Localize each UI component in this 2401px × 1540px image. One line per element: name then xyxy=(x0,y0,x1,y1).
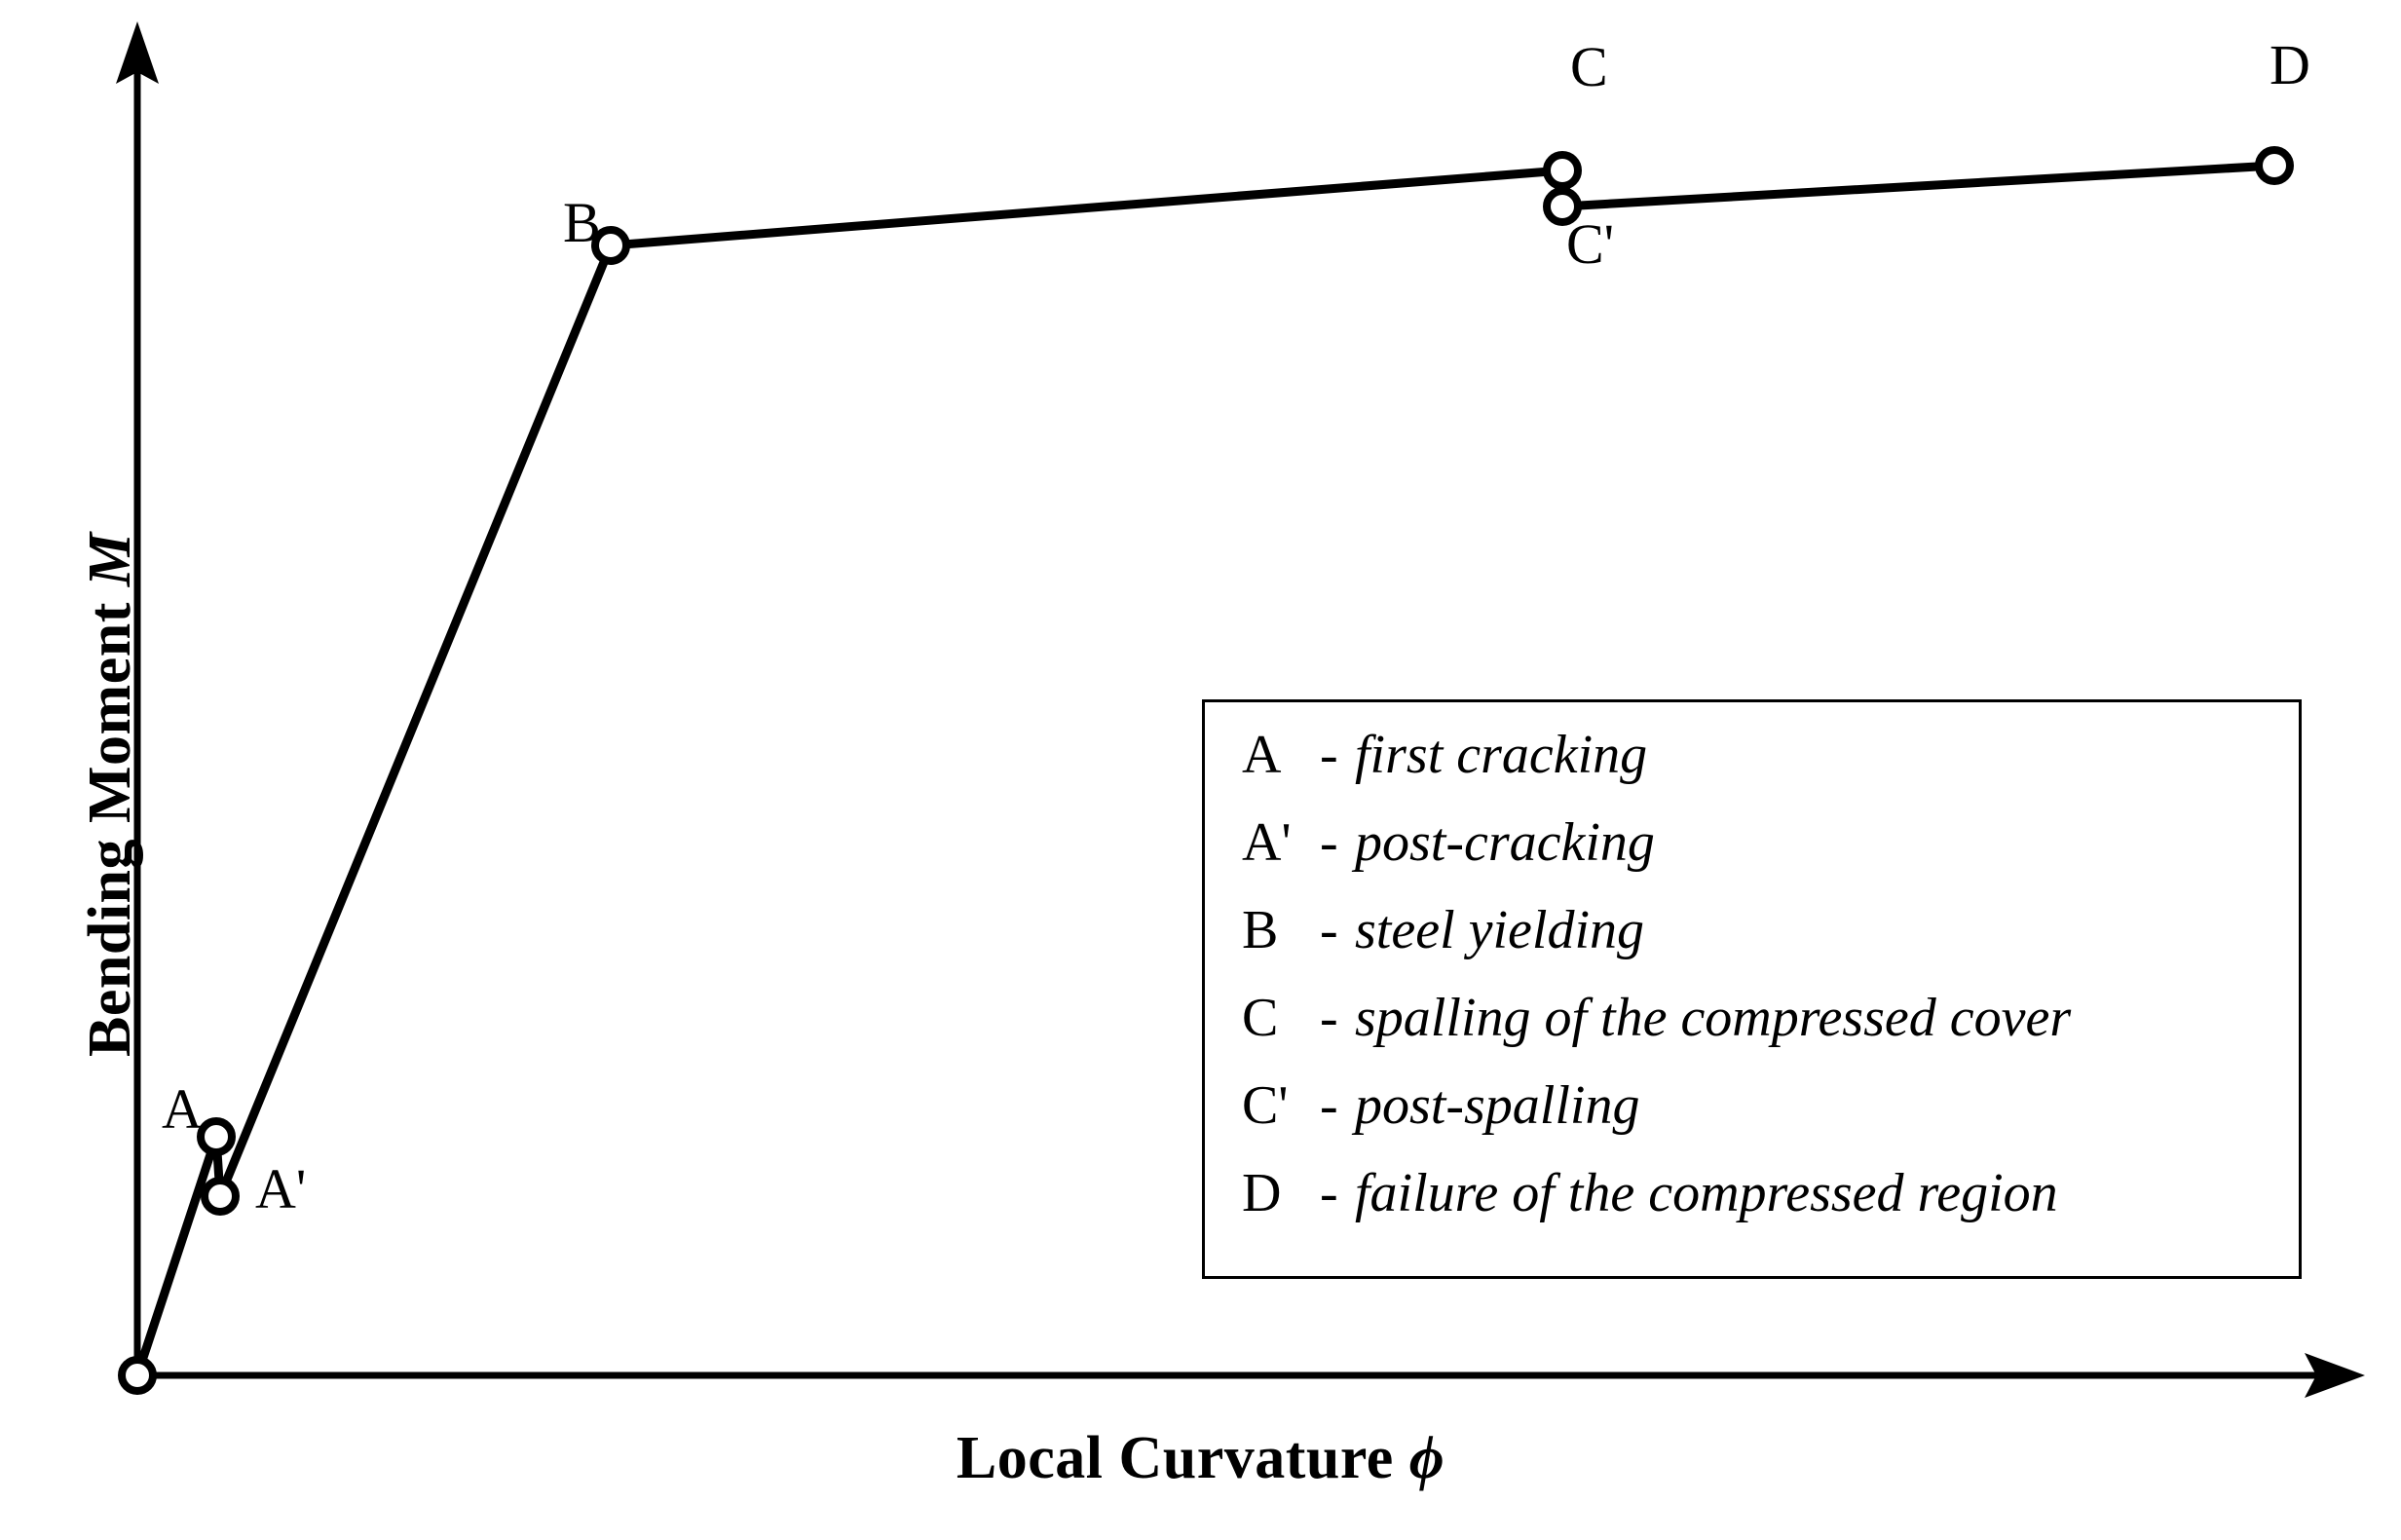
legend-item: C' - post-spalling xyxy=(1242,1074,2289,1162)
legend-key: C xyxy=(1242,988,1279,1048)
legend-dash: - xyxy=(1320,1163,1338,1223)
legend-item: C - spalling of the compressed cover xyxy=(1242,987,2289,1074)
point-label-a: A xyxy=(162,1077,203,1141)
marker-D xyxy=(2255,146,2294,185)
legend-box: A - first cracking A' - post-cracking B … xyxy=(1202,699,2302,1279)
x-axis-title: Local Curvature ϕ xyxy=(0,1424,2401,1493)
legend-key: A xyxy=(1242,725,1282,785)
legend-list: A - first cracking A' - post-cracking B … xyxy=(1242,724,2289,1250)
legend-item: B - steel yielding xyxy=(1242,899,2289,987)
marker-A-prime xyxy=(201,1177,240,1216)
point-label-b: B xyxy=(563,191,601,254)
legend-description: post-cracking xyxy=(1355,812,1655,873)
x-axis-symbol: ϕ xyxy=(1408,1425,1445,1491)
y-axis-title-text: Bending Moment xyxy=(77,586,143,1057)
marker-origin xyxy=(118,1356,157,1395)
data-point-markers xyxy=(118,146,2294,1395)
legend-dash: - xyxy=(1320,900,1338,960)
legend-dash: - xyxy=(1320,725,1338,785)
marker-C xyxy=(1543,151,1582,190)
point-label-a-prime: A' xyxy=(255,1157,307,1221)
y-axis-title: Bending Moment M xyxy=(76,83,145,1058)
legend-dash: - xyxy=(1320,1075,1338,1136)
legend-description: steel yielding xyxy=(1355,900,1645,960)
legend-key: A' xyxy=(1242,812,1292,873)
marker-B xyxy=(591,226,630,265)
x-axis xyxy=(137,1353,2365,1398)
y-axis-symbol: M xyxy=(77,532,143,587)
legend-key: C' xyxy=(1242,1075,1289,1136)
legend-item: A' - post-cracking xyxy=(1242,811,2289,899)
marker-C-prime xyxy=(1543,187,1582,226)
legend-item: D - failure of the compressed region xyxy=(1242,1162,2289,1250)
legend-dash: - xyxy=(1320,988,1338,1048)
point-label-c: C xyxy=(1570,35,1608,98)
legend-description: spalling of the compressed cover xyxy=(1355,988,2072,1048)
legend-item: A - first cracking xyxy=(1242,724,2289,811)
legend-description: failure of the compressed region xyxy=(1355,1163,2058,1223)
legend-description: post-spalling xyxy=(1355,1075,1640,1136)
legend-description: first cracking xyxy=(1355,725,1648,785)
point-label-c-prime: C' xyxy=(1566,212,1615,276)
point-label-d: D xyxy=(2270,33,2310,96)
legend-dash: - xyxy=(1320,812,1338,873)
x-axis-title-text: Local Curvature xyxy=(956,1425,1409,1491)
marker-A xyxy=(197,1117,236,1156)
legend-key: B xyxy=(1242,900,1279,960)
legend-key: D xyxy=(1242,1163,1282,1223)
y-axis xyxy=(116,21,159,1375)
